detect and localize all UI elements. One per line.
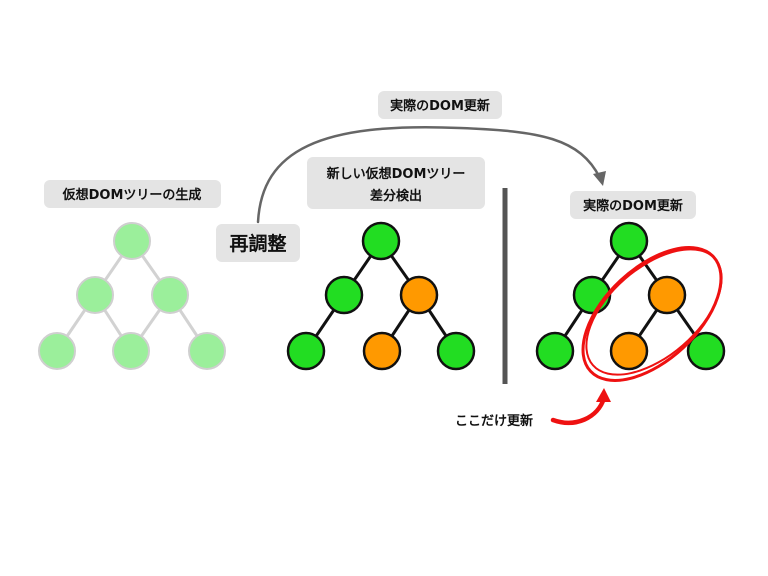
tree1-node bbox=[188, 332, 226, 370]
label-bg bbox=[216, 224, 300, 262]
label-bg bbox=[44, 180, 221, 208]
highlight-ellipse bbox=[581, 246, 723, 382]
label-text: 仮想DOMツリーの生成 bbox=[62, 187, 202, 203]
tree3-node bbox=[609, 221, 649, 261]
tree3-node bbox=[686, 331, 726, 371]
tree-actual-dom bbox=[535, 221, 726, 371]
label-reconcile: 再調整 bbox=[216, 224, 300, 262]
label-text: 再調整 bbox=[229, 232, 286, 255]
label-bg bbox=[378, 91, 502, 119]
label-text: 実際のDOM更新 bbox=[583, 198, 683, 214]
label-virtual-dom-generation: 仮想DOMツリーの生成 bbox=[44, 180, 221, 208]
label-actual-dom-update-right: 実際のDOM更新 bbox=[570, 191, 696, 219]
tree1-node bbox=[113, 222, 151, 260]
tree2-node bbox=[286, 331, 326, 371]
label-new-virtual-dom: 新しい仮想DOMツリー 差分検出 bbox=[307, 157, 485, 209]
tree1-node bbox=[151, 276, 189, 314]
label-text-line1: 新しい仮想DOMツリー bbox=[327, 166, 466, 182]
label-bg bbox=[307, 157, 485, 209]
tree-new-virtual-dom bbox=[286, 221, 476, 371]
tree1-node bbox=[76, 276, 114, 314]
tree2-node-changed bbox=[362, 331, 402, 371]
reconcile-arrow bbox=[256, 126, 606, 224]
tree3-node-updated bbox=[647, 275, 687, 315]
label-text: 実際のDOM更新 bbox=[390, 98, 490, 114]
tree3-node-updated bbox=[609, 331, 649, 371]
tree2-node-changed bbox=[399, 275, 439, 315]
label-bg bbox=[570, 191, 696, 219]
label-actual-dom-update-top: 実際のDOM更新 bbox=[378, 91, 502, 119]
annotation-only-here-updated: ここだけ更新 bbox=[455, 413, 533, 429]
tree3-node bbox=[572, 275, 612, 315]
tree-virtual-dom-faded bbox=[38, 222, 226, 370]
tree2-node bbox=[324, 275, 364, 315]
swoosh-arrow bbox=[550, 388, 611, 425]
label-text-line2: 差分検出 bbox=[370, 188, 422, 204]
tree2-node bbox=[436, 331, 476, 371]
tree1-node bbox=[38, 332, 76, 370]
tree2-node bbox=[361, 221, 401, 261]
tree3-node bbox=[535, 331, 575, 371]
tree1-node bbox=[112, 332, 150, 370]
